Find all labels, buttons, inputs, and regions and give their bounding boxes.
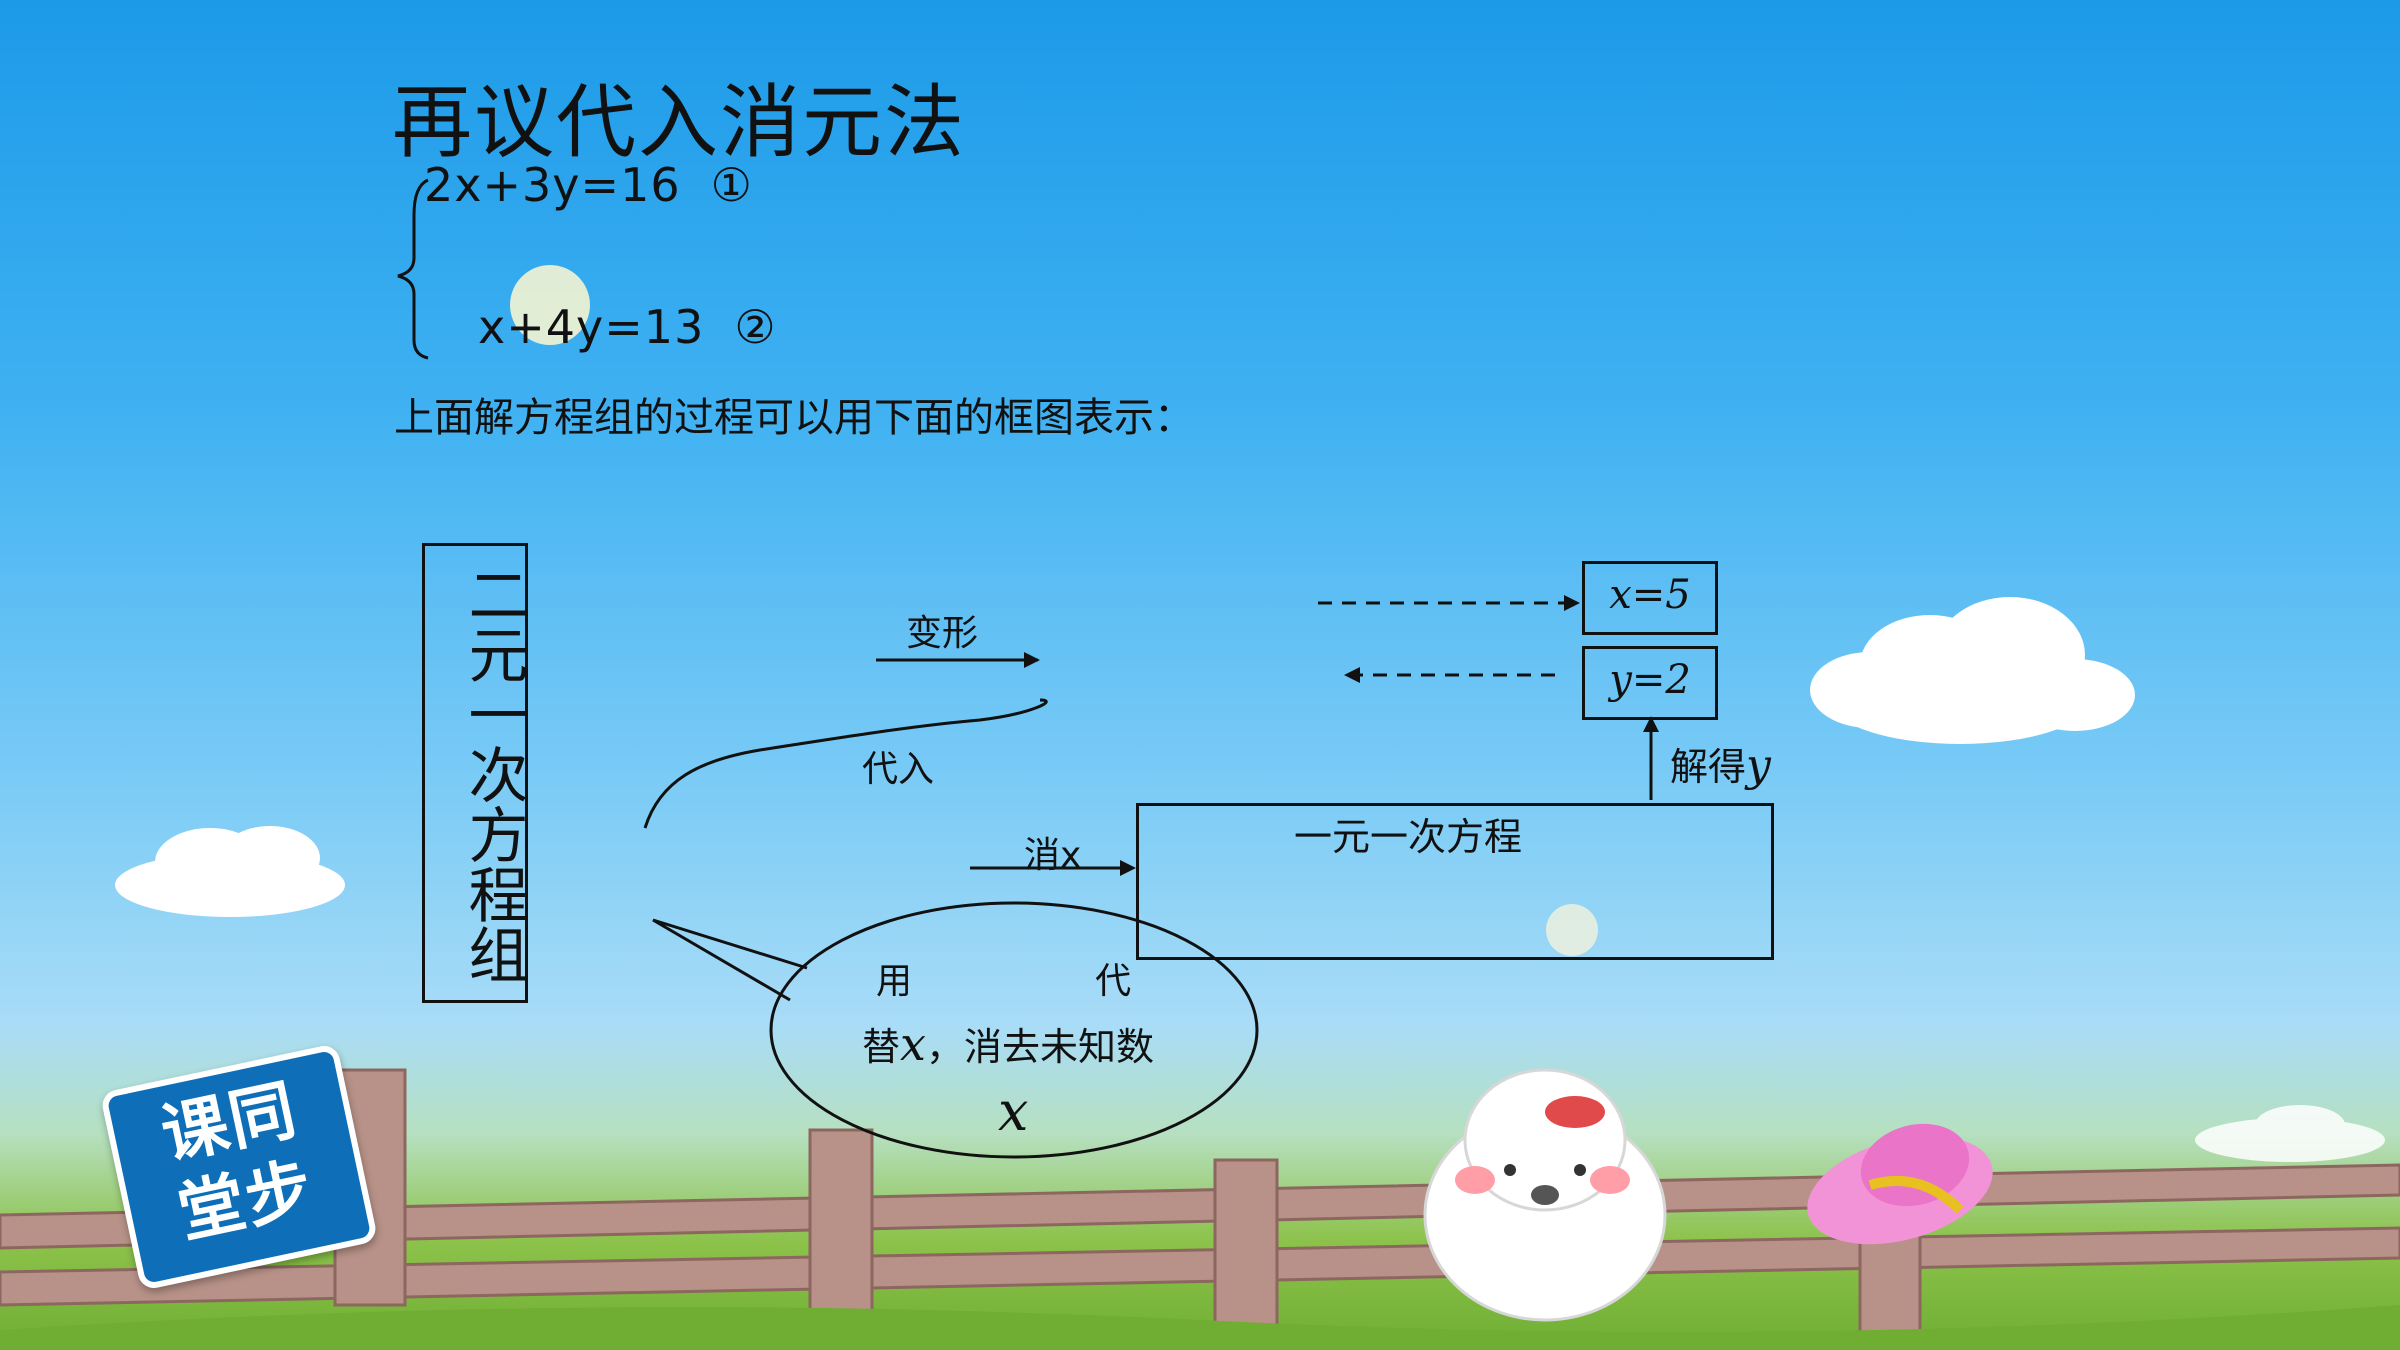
grass bbox=[0, 1305, 2400, 1350]
eliminate-label: 消x bbox=[1024, 835, 1082, 876]
bubble-line-2: 替x，消去未知数 bbox=[862, 1016, 1154, 1071]
diagram-lines bbox=[397, 178, 1653, 870]
equation-1-text: 2x+3y=16 bbox=[424, 158, 681, 212]
equation-2: x+4y=13 ② bbox=[478, 300, 777, 354]
x-result: x=5 bbox=[1609, 572, 1691, 618]
y-result-box: y=2 bbox=[1582, 646, 1718, 720]
y-result: y=2 bbox=[1609, 657, 1691, 703]
equation-1: 2x+3y=16 ① bbox=[424, 158, 753, 212]
cloud-far-right bbox=[2195, 1105, 2385, 1162]
one-variable-equation-box: 一元一次方程 bbox=[1136, 803, 1774, 960]
logo-text: 课同 堂步 bbox=[109, 1060, 367, 1264]
bubble-line-3: x bbox=[998, 1080, 1029, 1143]
page-title: 再议代入消元法 bbox=[392, 76, 966, 169]
one-var-label: 一元一次方程 bbox=[1294, 815, 1523, 859]
solve-y-var: y bbox=[1746, 740, 1771, 791]
bunny-character bbox=[1423, 1068, 1667, 1322]
sparkle bbox=[1546, 904, 1598, 956]
system-box: 二元一次方程组 bbox=[422, 543, 528, 1003]
equation-2-mark: ② bbox=[734, 300, 777, 354]
bubble-line-1: 用 代 bbox=[876, 961, 1132, 1002]
diagram-caption: 上面解方程组的过程可以用下面的框图表示： bbox=[394, 395, 1194, 441]
bubble-line-2b: ，消去未知数 bbox=[925, 1025, 1154, 1069]
substitute-curve bbox=[643, 698, 1048, 829]
system-label: 二元一次方程组 bbox=[458, 564, 528, 984]
solve-y-text: 解得 bbox=[1670, 745, 1747, 789]
cloud-right bbox=[1810, 597, 2135, 744]
pink-hat bbox=[1807, 1123, 1993, 1245]
bubble-line-2a: 替 bbox=[862, 1025, 901, 1069]
speech-bubble bbox=[652, 901, 1259, 1159]
fence bbox=[0, 1068, 2400, 1342]
equation-2-text: x+4y=13 bbox=[478, 300, 705, 354]
equation-1-mark: ① bbox=[710, 158, 753, 212]
cloud-left bbox=[115, 826, 345, 917]
arrowheads bbox=[1024, 595, 1659, 876]
system-brace bbox=[397, 178, 429, 360]
bubble-line-2-var: x bbox=[900, 1017, 926, 1071]
solve-y-label: 解得y bbox=[1670, 736, 1771, 791]
transform-label: 变形 bbox=[906, 613, 979, 654]
substitute-label: 代入 bbox=[862, 749, 935, 790]
sun-glow bbox=[510, 265, 590, 345]
x-result-box: x=5 bbox=[1582, 561, 1718, 635]
